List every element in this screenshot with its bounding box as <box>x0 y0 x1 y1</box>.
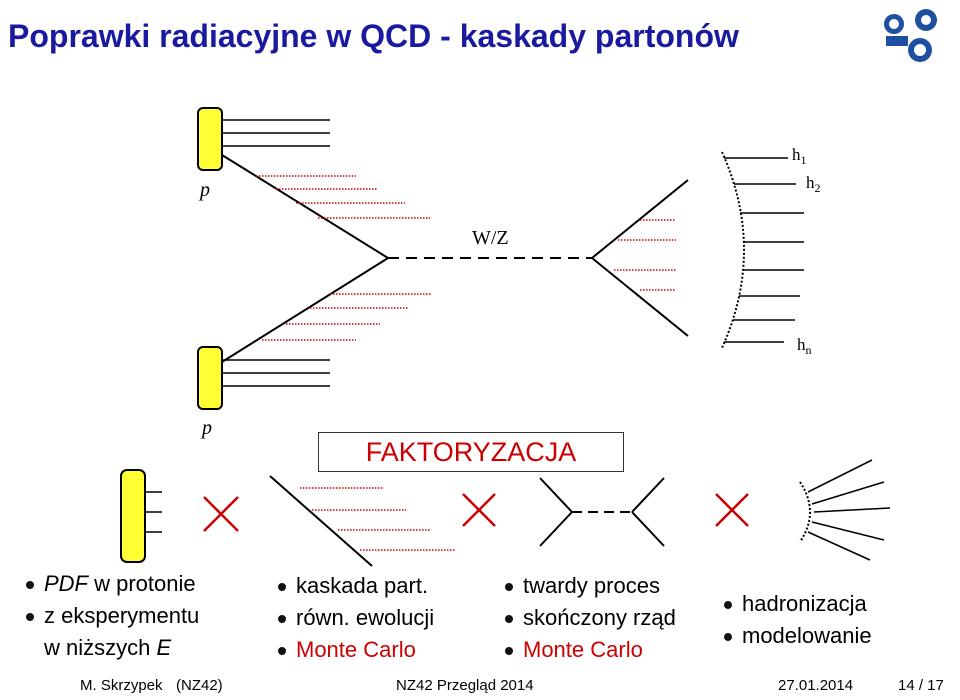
component-cascade <box>269 475 456 567</box>
initial-state-radiation <box>256 175 432 341</box>
pdf-item: PDF w protonie <box>26 568 199 600</box>
pdf-source-continuation: w niższych E <box>44 635 172 660</box>
hadronization-item: hadronizacja <box>724 588 872 620</box>
ifj-logo <box>884 9 937 62</box>
slide-title: Poprawki radiacyjne w QCD - kaskady part… <box>8 18 739 54</box>
proton-bottom-label: p <box>200 417 212 439</box>
hadron-lines <box>724 157 804 343</box>
cascade-column: kaskada part. równ. ewolucji Monte Carlo <box>278 570 434 666</box>
proton-bottom <box>197 346 330 410</box>
hadron-second-label: h2 <box>806 173 821 195</box>
cascade-monte-carlo-item: Monte Carlo <box>278 634 434 666</box>
hard-monte-carlo-item: Monte Carlo <box>505 634 676 666</box>
footer-affiliation: (NZ42) <box>176 677 223 694</box>
proton-top-label: p <box>198 179 210 201</box>
hadronization-column: hadronizacja modelowanie <box>724 588 872 652</box>
footer-event: NZ42 Przegląd 2014 <box>396 677 534 694</box>
slide-footer: M. Skrzypek (NZ42) NZ42 Przegląd 2014 27… <box>0 672 960 700</box>
incoming-parton-lines <box>221 154 389 363</box>
component-pdf <box>120 469 162 563</box>
footer-author: M. Skrzypek <box>80 677 163 694</box>
component-hard-process <box>539 477 665 547</box>
hard-process-item: twardy proces <box>505 570 676 602</box>
cascade-item: kaskada part. <box>278 570 434 602</box>
hadron-last-label: hn <box>797 335 812 357</box>
separator-cross-3 <box>715 493 749 527</box>
footer-date: 27.01.2014 <box>778 677 854 694</box>
hadronization-curve <box>721 151 745 349</box>
separator-cross-2 <box>462 493 496 527</box>
evolution-item: równ. ewolucji <box>278 602 434 634</box>
separator-cross-1 <box>203 496 239 532</box>
proton-top <box>197 107 330 171</box>
pdf-source-item: z eksperymentu <box>26 600 199 632</box>
hadron-first-label: h1 <box>792 145 807 167</box>
final-state-radiation <box>614 219 676 291</box>
pdf-column: PDF w protonie z eksperymentu w niższych… <box>26 568 199 664</box>
footer-page: 14 / 17 <box>898 677 944 694</box>
boson-label: W/Z <box>472 227 509 249</box>
component-hadronization <box>799 459 891 561</box>
factorization-box: FAKTORYZACJA <box>318 432 624 472</box>
hard-process-column: twardy proces skończony rząd Monte Carlo <box>505 570 676 666</box>
outgoing-parton-lines <box>591 179 689 337</box>
modeling-item: modelowanie <box>724 620 872 652</box>
finite-order-item: skończony rząd <box>505 602 676 634</box>
